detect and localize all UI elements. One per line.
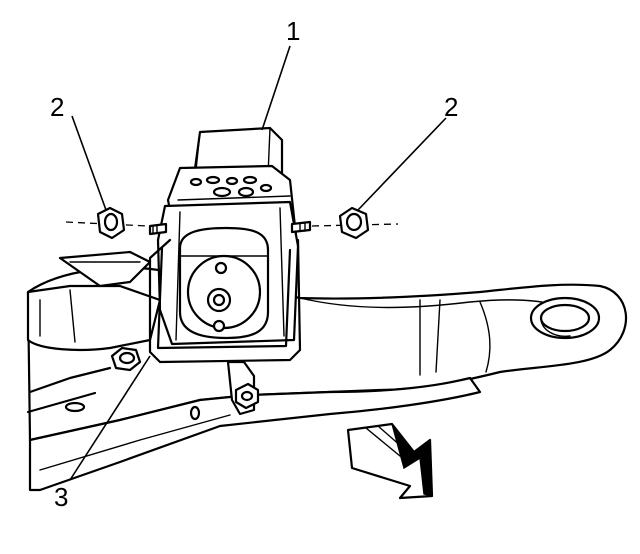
nut-left — [96, 206, 126, 240]
callout-label-3: 3 — [54, 482, 68, 512]
callout-label-2-right: 2 — [444, 92, 458, 122]
callout-label-1: 1 — [286, 16, 300, 46]
mount-bracket — [148, 238, 302, 416]
leader-lines — [69, 45, 447, 481]
frame-crossmember — [26, 250, 628, 492]
engine-mount — [148, 126, 312, 346]
nut-right — [338, 206, 370, 240]
callout-label-2-left: 2 — [50, 92, 64, 122]
forward-direction-arrow-icon — [346, 422, 434, 500]
